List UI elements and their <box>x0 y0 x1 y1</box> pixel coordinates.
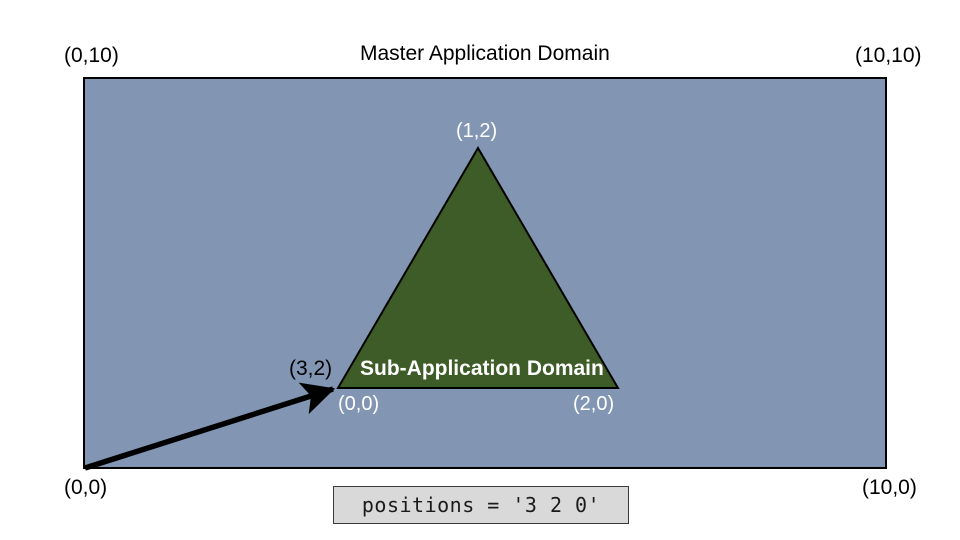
master-corner-label-top-right: (10,10) <box>855 44 922 67</box>
master-corner-label-bottom-right: (10,0) <box>862 476 917 499</box>
positions-code-box: positions = '3 2 0' <box>333 486 629 524</box>
master-corner-label-bottom-left: (0,0) <box>64 476 108 499</box>
master-corner-label-top-left: (0,10) <box>64 44 119 67</box>
sub-domain-vertex-label-apex: (1,2) <box>456 120 498 142</box>
sub-domain-vertex-label-bottom-right: (2,0) <box>573 393 615 415</box>
page-title: Master Application Domain <box>360 42 610 65</box>
offset-vector-label: (3,2) <box>289 357 333 380</box>
sub-domain-label: Sub-Application Domain <box>360 357 604 380</box>
sub-application-domain-triangle <box>336 146 620 389</box>
sub-domain-vertex-label-bottom-left: (0,0) <box>338 393 380 415</box>
offset-arrow <box>84 382 336 471</box>
positions-code-text: positions = '3 2 0' <box>361 493 601 517</box>
